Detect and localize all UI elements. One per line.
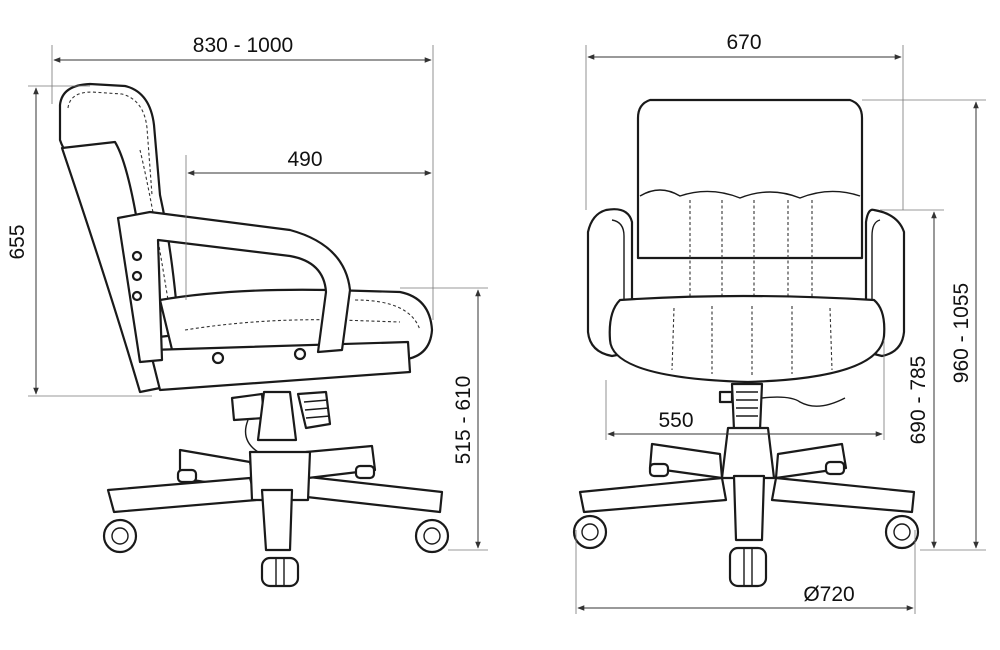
label-front-arm-height: 690 - 785 — [907, 356, 930, 445]
label-front-total-height: 960 - 1055 — [950, 283, 973, 383]
label-side-back-height: 655 — [6, 224, 29, 259]
front-view-chair — [572, 98, 920, 588]
label-side-seat-depth: 490 — [287, 148, 322, 171]
label-side-depth: 830 - 1000 — [193, 34, 293, 57]
front-view-dimensions — [575, 45, 986, 614]
side-view-dimensions — [28, 45, 488, 551]
label-side-seat-height: 515 - 610 — [452, 376, 475, 465]
label-front-width: 670 — [726, 31, 761, 54]
side-view-chair — [58, 82, 450, 588]
front-casters — [572, 460, 920, 588]
label-base-diameter: Ø720 — [803, 583, 854, 606]
label-front-seat-width: 550 — [658, 409, 693, 432]
side-casters — [102, 464, 450, 588]
